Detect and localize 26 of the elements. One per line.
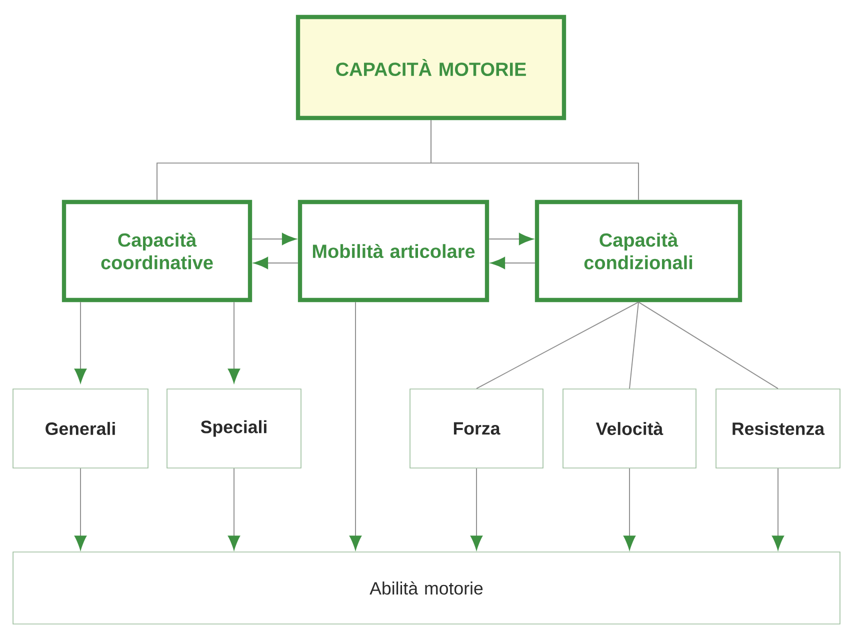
arrow xyxy=(470,468,483,550)
arrow xyxy=(772,468,784,550)
arrow xyxy=(228,468,240,550)
arrow xyxy=(490,256,536,270)
base-box: Abilità motorie xyxy=(12,552,840,624)
subcategory-box: Velocità xyxy=(562,388,696,468)
category-box: Mobilità articolare xyxy=(298,200,490,302)
category-box: Capacità condizionali xyxy=(534,200,742,302)
subcategory-box: Speciali xyxy=(166,388,302,468)
arrow xyxy=(349,302,362,550)
arrow xyxy=(74,302,87,384)
connector-line xyxy=(629,302,639,390)
connector-line xyxy=(638,302,778,390)
subcategory-box: Forza xyxy=(410,388,544,468)
arrow xyxy=(253,256,298,270)
category-box: Capacità coordinative xyxy=(62,200,252,302)
arrow xyxy=(74,468,87,550)
subcategory-box: Resistenza xyxy=(716,388,840,468)
connector-line xyxy=(430,120,639,200)
title-box: CAPACITÀ MOTORIE xyxy=(296,14,566,120)
connector-line xyxy=(476,302,639,390)
arrow xyxy=(623,468,636,550)
arrow xyxy=(488,232,534,246)
arrow xyxy=(228,302,240,384)
arrow xyxy=(252,232,297,246)
subcategory-box: Generali xyxy=(12,388,148,468)
